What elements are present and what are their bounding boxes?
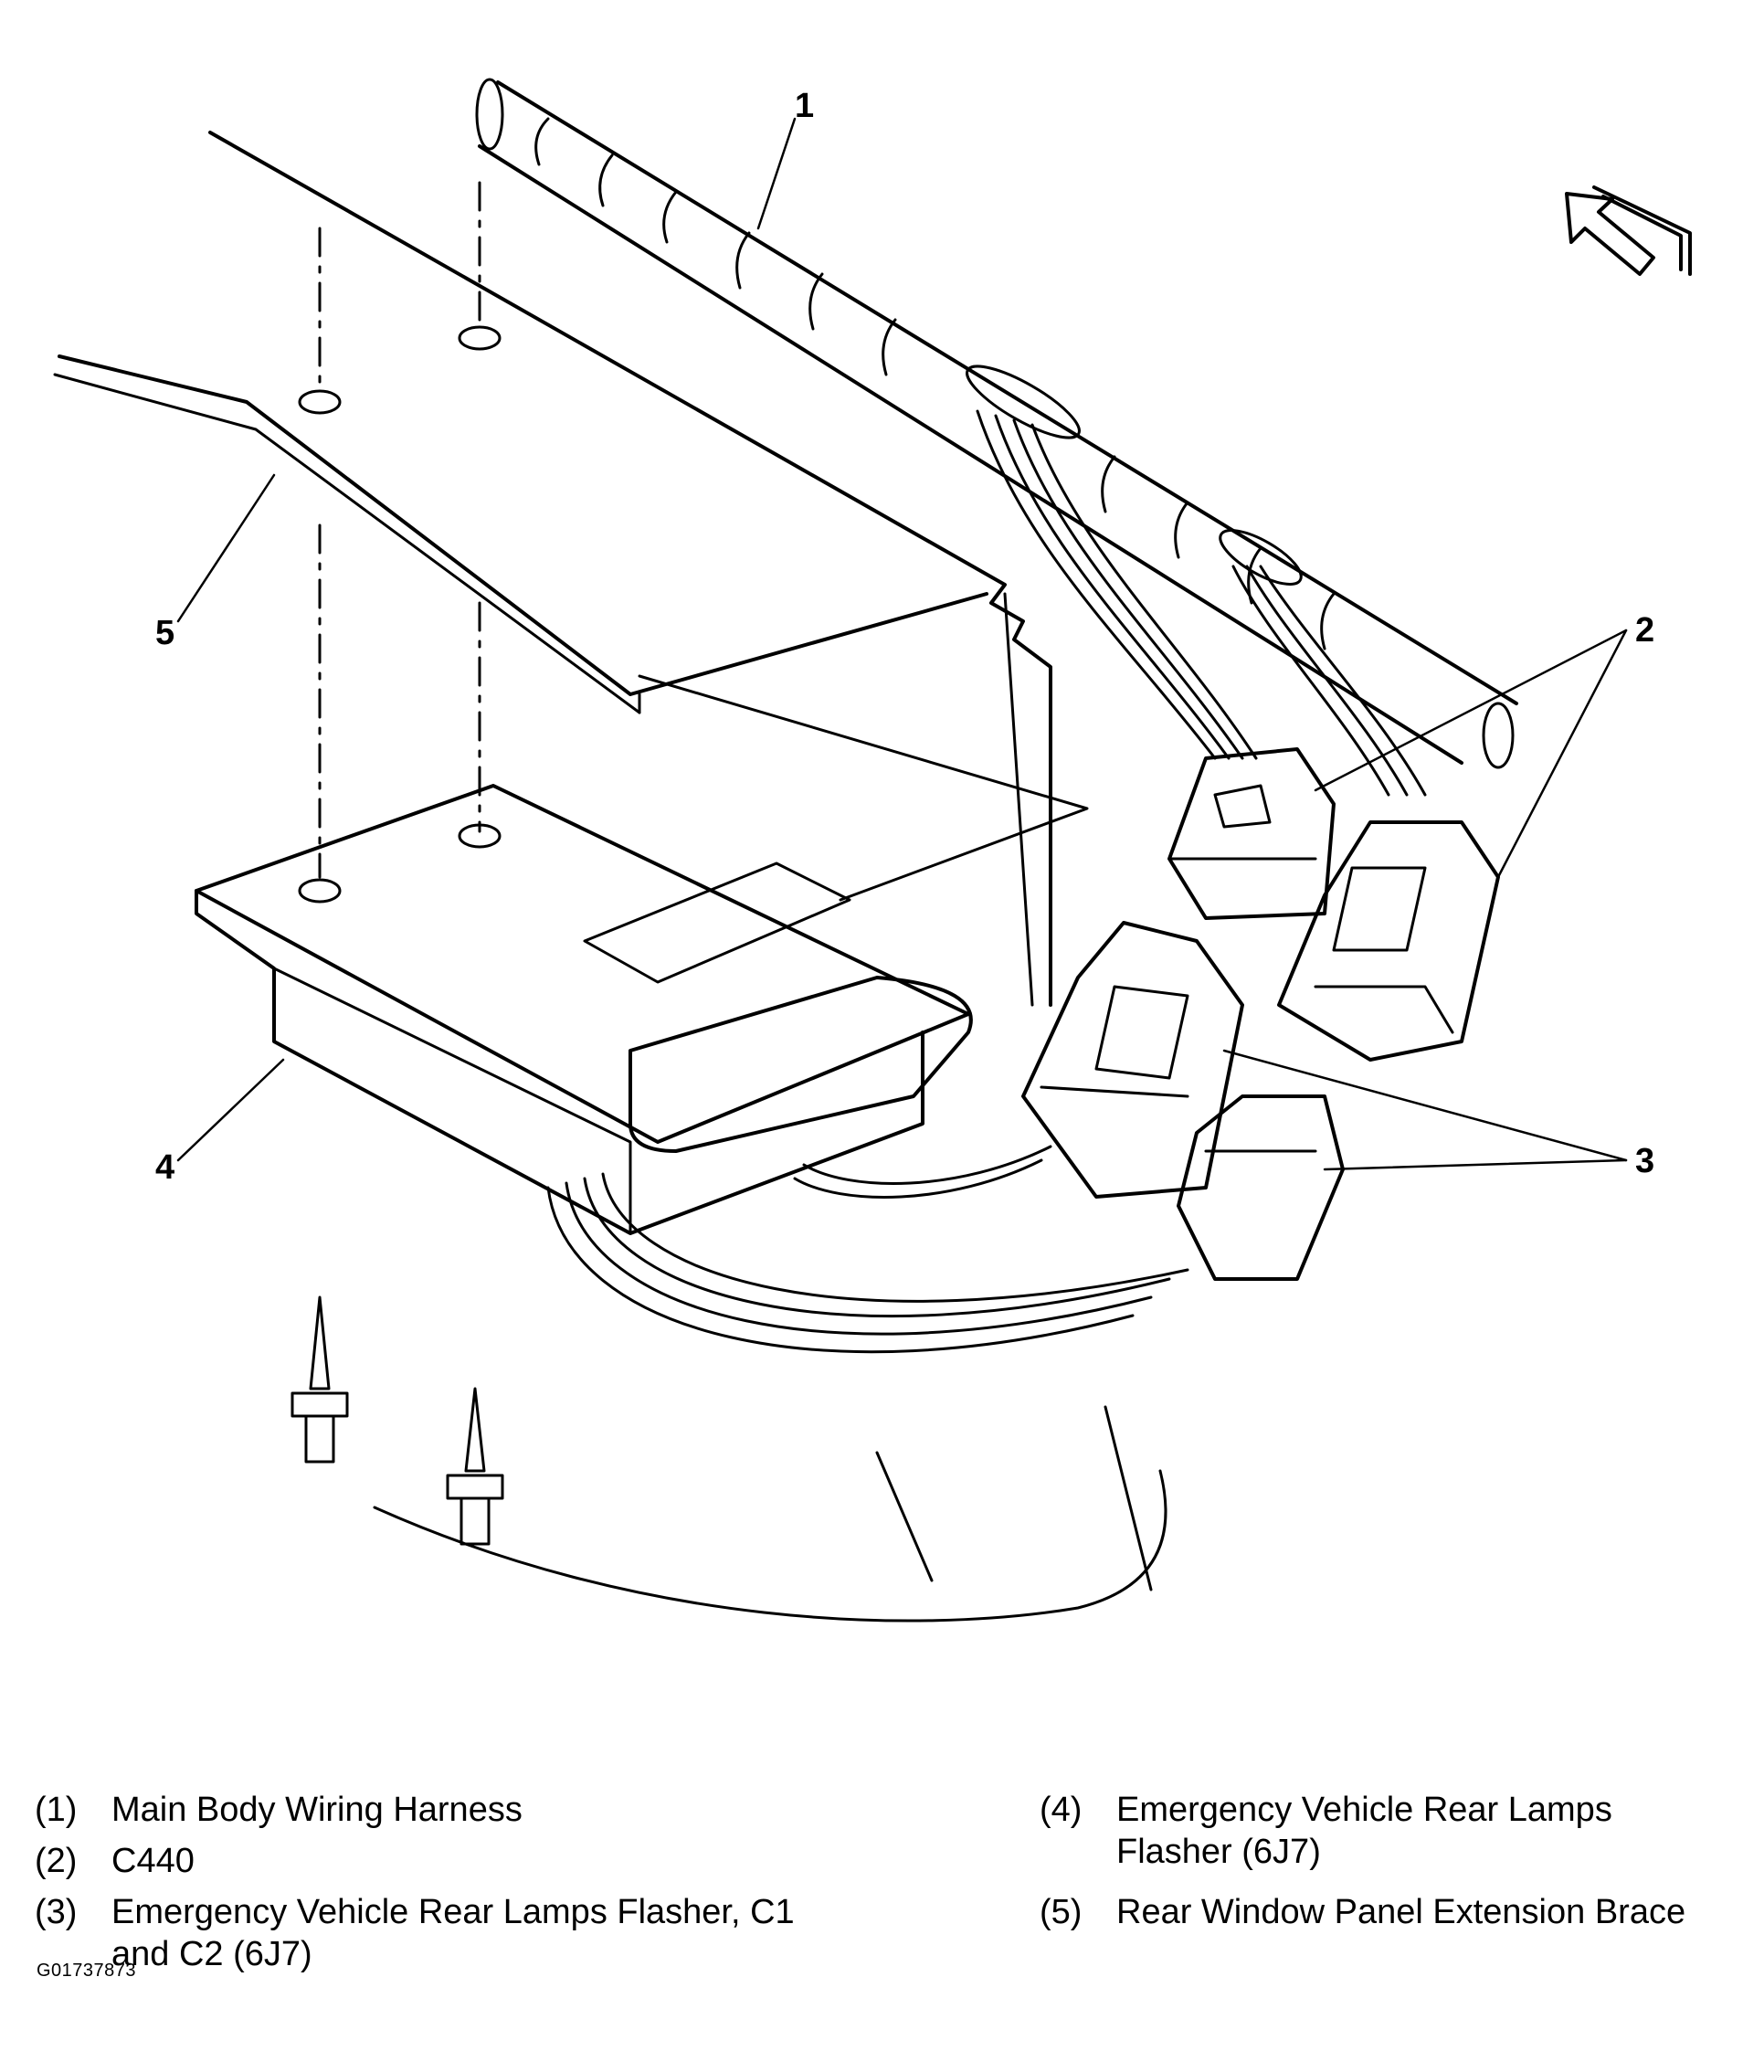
legend-number: (2) <box>35 1842 78 1880</box>
exploded-view-diagram: 1 2 3 4 5 <box>53 78 1692 1623</box>
legend-number: (3) <box>35 1893 78 1931</box>
push-pin-fasteners <box>290 1295 504 1546</box>
body-panel-outline <box>373 1405 1167 1623</box>
legend-text: and C2 (6J7) <box>111 1935 312 1973</box>
rear-window-panel-extension-brace <box>53 131 1089 1007</box>
legend-number: (1) <box>35 1791 78 1829</box>
callout-2: 2 <box>1635 611 1654 650</box>
emergency-vehicle-rear-lamps-flasher <box>195 784 1189 1354</box>
legend-text: Rear Window Panel Extension Brace <box>1116 1893 1686 1931</box>
legend-text: Emergency Vehicle Rear Lamps Flasher, C1 <box>111 1893 795 1931</box>
breakout-wires <box>976 409 1427 797</box>
flasher-c1-c2-connectors <box>1021 921 1345 1281</box>
legend-text: Emergency Vehicle Rear Lamps <box>1116 1791 1612 1829</box>
legend-text: C440 <box>111 1842 195 1880</box>
main-body-wiring-harness <box>475 78 1518 769</box>
legend-text: Main Body Wiring Harness <box>111 1791 523 1829</box>
callout-4: 4 <box>155 1148 174 1187</box>
legend: (1) Main Body Wiring Harness (2) C440 (3… <box>35 1789 1734 1973</box>
callout-leader-lines <box>176 117 1628 1171</box>
callout-5: 5 <box>155 614 174 652</box>
callout-3: 3 <box>1635 1142 1654 1180</box>
legend-number: (5) <box>1040 1893 1083 1931</box>
legend-text: Flasher (6J7) <box>1116 1833 1321 1871</box>
c440-connectors <box>1167 747 1500 1062</box>
callout-1: 1 <box>795 87 814 125</box>
forward-arrow-icon <box>1565 185 1692 276</box>
legend-number: (4) <box>1040 1791 1083 1829</box>
figure-id: G01737873 <box>37 1961 137 1981</box>
